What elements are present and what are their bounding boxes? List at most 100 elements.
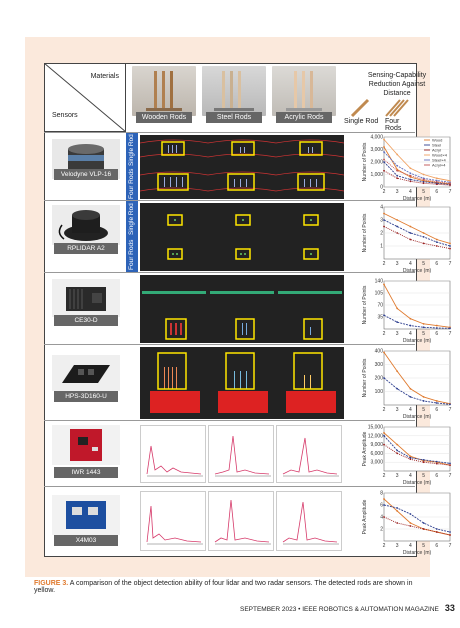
data-point	[383, 314, 385, 317]
wooden-rods-label: Wooden Rods	[136, 112, 192, 123]
x-axis-label: Distance (m)	[403, 268, 432, 273]
series-line	[383, 504, 451, 533]
iwr-photo	[52, 425, 120, 465]
tab-single-rod: Single Rod	[126, 133, 138, 167]
data-point	[449, 464, 451, 467]
data-point	[435, 324, 438, 327]
series-line	[383, 498, 451, 536]
ce30d-label: CE30-D	[54, 315, 118, 326]
x-tick-label: 6	[435, 261, 438, 267]
data-point	[409, 396, 412, 398]
x-tick-label: 6	[435, 331, 438, 337]
data-point	[409, 178, 412, 181]
rplidar-photo	[52, 205, 120, 245]
iwr-label: IWR 1443	[54, 467, 118, 478]
y-axis-label: Number of Points	[362, 213, 368, 252]
acrylic-rods-label: Acrylic Rods	[276, 112, 332, 123]
data-point	[422, 242, 425, 245]
legend-entry: Acryl	[432, 148, 441, 153]
y-tick-label: 6	[380, 503, 383, 509]
materials-label: Materials	[90, 73, 119, 80]
data-point	[396, 219, 399, 221]
x4m03-range-profile-2	[208, 491, 274, 551]
data-point	[396, 153, 399, 156]
data-point	[422, 236, 425, 238]
y-axis-label: Number of Points	[362, 358, 368, 397]
x-tick-label: 3	[396, 331, 399, 337]
y-tick-label: 2	[380, 231, 383, 237]
data-point	[409, 180, 412, 183]
rod-icons	[350, 98, 409, 118]
plot-area	[383, 426, 451, 472]
data-point	[383, 169, 385, 172]
series-line	[383, 435, 451, 464]
data-point	[435, 241, 438, 243]
y-tick-label: 15,000	[368, 425, 384, 431]
data-point	[422, 232, 425, 234]
y-tick-label: 2	[380, 527, 383, 533]
series-line	[383, 146, 451, 185]
iwr-range-profile-2	[208, 425, 274, 483]
x4m03-range-profile-1	[140, 491, 206, 551]
data-point	[383, 151, 385, 153]
data-point	[449, 403, 451, 406]
y-tick-label: 3,000	[370, 460, 383, 466]
x-tick-label: 2	[383, 407, 386, 413]
data-point	[396, 307, 399, 310]
data-point	[396, 449, 399, 452]
x-tick-label: 4	[409, 543, 412, 549]
data-point	[435, 245, 438, 247]
x-tick-label: 5	[422, 407, 425, 413]
y-tick-label: 200	[375, 376, 384, 382]
x-tick-label: 2	[383, 189, 386, 195]
ce30d-pointcloud-panels	[140, 275, 344, 343]
data-point	[449, 184, 451, 187]
y-tick-label: 140	[375, 279, 384, 285]
x-tick-label: 7	[449, 407, 452, 413]
x-axis-label: Distance (m)	[403, 338, 432, 343]
series-line	[383, 161, 451, 185]
data-point	[422, 396, 425, 398]
series-line	[383, 151, 451, 183]
legend-entry: Wood	[432, 138, 442, 143]
data-point	[409, 232, 412, 234]
iwr-range-profile-1	[140, 425, 206, 483]
x4m03-photo	[52, 495, 120, 535]
data-point	[383, 138, 385, 141]
legend-entry: Wood×4	[432, 153, 448, 158]
x-tick-label: 5	[422, 473, 425, 479]
steel-rods-photo	[202, 66, 266, 116]
diagonal-divider	[44, 63, 126, 132]
data-point	[449, 462, 451, 465]
y-axis-label: Number of Points	[362, 142, 368, 181]
data-point	[383, 225, 385, 228]
x-tick-label: 6	[435, 407, 438, 413]
data-point	[435, 238, 438, 241]
x-tick-label: 7	[449, 543, 452, 549]
legend-entry: Steel	[432, 143, 441, 148]
hps-photo	[52, 355, 120, 391]
data-point	[435, 179, 438, 182]
series-line	[383, 377, 451, 405]
velodyne-pointcloud-panels	[139, 135, 345, 199]
data-point	[435, 177, 438, 180]
acrylic-rods-photo	[272, 66, 336, 116]
x-tick-label: 2	[383, 331, 386, 337]
data-point	[422, 178, 425, 181]
figure-header: Materials Sensors Wooden Rods Steel Rods…	[44, 63, 426, 132]
x-tick-label: 7	[449, 331, 452, 337]
header-corner: Materials Sensors	[44, 63, 126, 132]
series-line	[383, 516, 451, 536]
x4m03-range-profile-3	[276, 491, 342, 551]
series-line	[383, 170, 451, 186]
data-point	[396, 452, 399, 455]
data-point	[422, 177, 425, 180]
tab-four-rods-rplidar: Four Rods	[126, 237, 138, 273]
data-point	[396, 169, 399, 172]
x-tick-label: 3	[396, 543, 399, 549]
data-point	[383, 161, 385, 163]
